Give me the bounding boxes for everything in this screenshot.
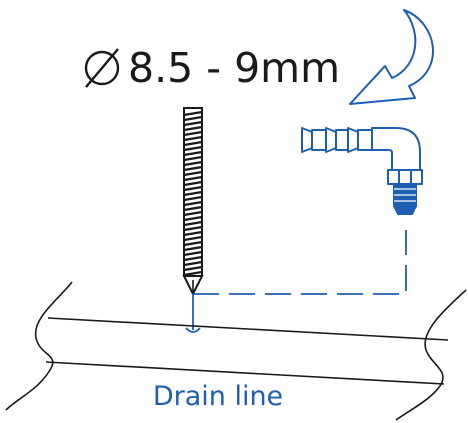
drill-thread	[183, 130, 203, 137]
drill-thread	[183, 170, 203, 177]
drill-thread	[183, 250, 203, 257]
drill-thread	[183, 160, 203, 167]
drill-size-label: 8.5 - 9mm	[84, 44, 340, 92]
drain-pipe	[5, 281, 467, 421]
drill-thread	[183, 125, 203, 132]
drill-thread	[183, 240, 203, 247]
drill-thread	[183, 195, 203, 202]
drill-thread	[183, 225, 203, 232]
drill-thread	[183, 175, 203, 182]
drill-thread	[183, 255, 203, 262]
drill-thread	[183, 265, 203, 272]
drill-thread	[183, 245, 203, 252]
drill-thread	[183, 180, 203, 187]
drill-thread	[183, 115, 203, 122]
drill-thread	[183, 120, 203, 127]
curved-arrow-icon	[349, 9, 434, 105]
drill-bit-icon	[182, 107, 204, 297]
drill-thread	[183, 150, 203, 157]
barbed-elbow-fitting-icon	[301, 127, 423, 215]
drill-thread	[183, 155, 203, 162]
drill-thread	[183, 145, 203, 152]
drain-line-label: Drain line	[153, 381, 283, 412]
drill-thread	[183, 230, 203, 237]
drill-thread	[183, 205, 203, 212]
diameter-icon	[84, 48, 120, 88]
drill-thread	[183, 190, 203, 197]
drill-thread	[183, 200, 203, 207]
drill-size-text: 8.5 - 9mm	[128, 44, 340, 92]
drill-thread	[183, 210, 203, 217]
connection-path	[192, 230, 407, 330]
drill-thread	[183, 140, 203, 147]
drill-thread	[183, 110, 203, 117]
drill-thread	[183, 260, 203, 267]
drill-thread	[183, 135, 203, 142]
drill-thread	[183, 165, 203, 172]
drill-hole-marker	[185, 327, 201, 333]
drill-thread	[183, 215, 203, 222]
drill-thread	[183, 220, 203, 227]
drill-thread	[183, 185, 203, 192]
drill-thread	[183, 270, 203, 277]
drill-thread	[183, 235, 203, 242]
